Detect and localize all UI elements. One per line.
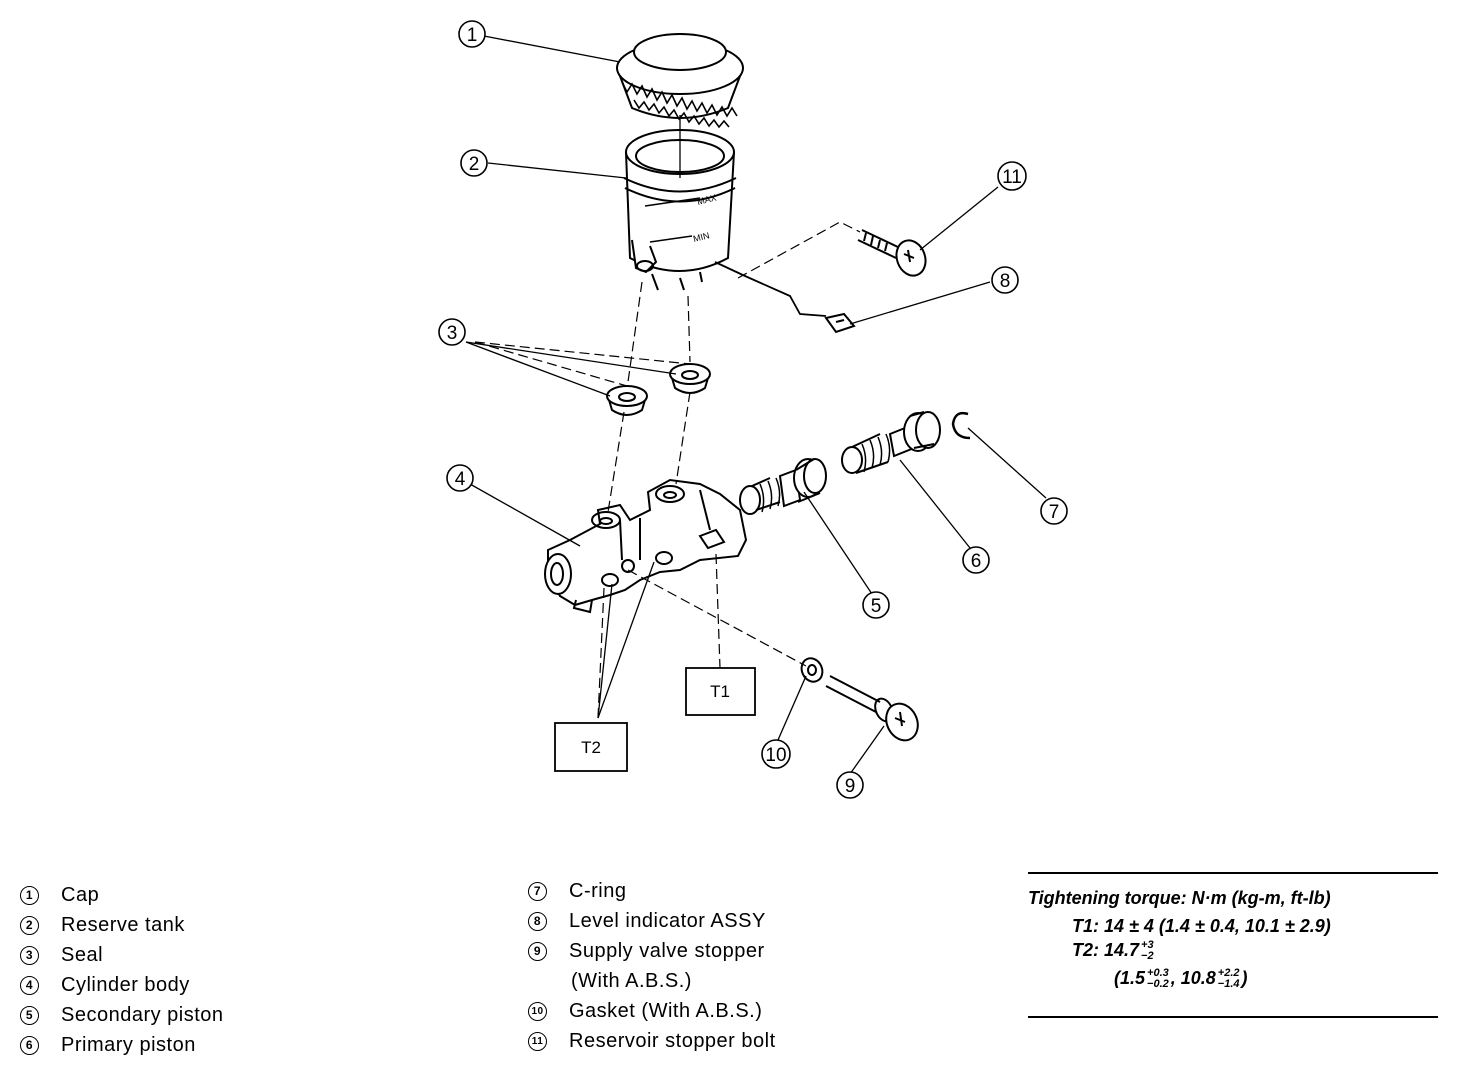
torque-t1-value: T1: 14 ± 4 (1.4 ± 0.4, 10.1 ± 2.9) [1072,916,1331,936]
svg-text:4: 4 [455,469,466,490]
callout-1: 1 [458,20,486,48]
tol-plus: +0.3 [1147,967,1169,980]
svg-text:11: 11 [1002,167,1022,188]
legend-item-primary-piston: 6 Primary piston [20,1030,224,1060]
legend-label: C-ring [569,879,627,902]
ftlb-tolerance: +2.2−1.4 [1218,968,1240,990]
callout-7: 7 [1040,497,1068,525]
legend-label: Primary piston [61,1033,196,1056]
callout-6: 6 [962,546,990,574]
tightening-torque-spec: Tightening torque: N·m (kg-m, ft-lb) T1:… [1028,872,1438,1018]
legend-label: Secondary piston [61,1003,224,1026]
svg-text:1: 1 [467,25,478,46]
tol-minus: −0.2 [1147,978,1169,991]
tol-plus: +3 [1141,939,1154,952]
legend-number: 1 [20,885,39,905]
svg-text:2: 2 [469,154,480,175]
legend-label: Seal [61,943,104,966]
legend-item-supply-valve-stopper: 9 Supply valve stopper [528,936,776,966]
legend-number: 7 [528,881,547,901]
callout-5: 5 [862,591,890,619]
torque-t2-label: T2: 14.7 [1072,940,1140,960]
legend-label-continued: (With A.B.S.) [571,969,692,992]
primary-piston-part [841,411,941,474]
svg-text:T2: T2 [581,738,601,757]
legend-number: 2 [20,915,39,935]
min-mark: MIN [692,230,710,244]
legend-item-level-indicator: 8 Level indicator ASSY [528,906,776,936]
callout-4: 4 [446,464,474,492]
alignment-lines [474,221,861,719]
legend-label: Reserve tank [61,913,185,936]
svg-text:9: 9 [845,776,856,797]
legend-number: 6 [20,1035,39,1055]
legend-number: 3 [20,945,39,965]
torque-t2-tolerance: +3−2 [1141,940,1154,962]
torque-box-t2: T2 [554,722,628,772]
legend-label: Gasket (With A.B.S.) [569,999,763,1022]
svg-text:5: 5 [871,596,882,617]
legend-label: Cylinder body [61,973,190,996]
legend-label: Level indicator ASSY [569,909,766,932]
c-ring-part [951,411,971,440]
legend-item-cap: 1 Cap [20,880,224,910]
tol-minus: −2 [1141,950,1154,963]
torque-mid: , 10.8 [1170,968,1216,988]
legend-item-supply-valve-stopper-cont: (With A.B.S.) [528,966,776,996]
cylinder-body-part [544,478,748,614]
svg-text:6: 6 [971,551,982,572]
legend-label: Supply valve stopper [569,939,765,962]
legend-number: 11 [528,1031,547,1051]
legend-number: 8 [528,911,547,931]
supply-valve-stopper-part [825,675,919,742]
cap-part [616,33,744,129]
callout-9: 9 [836,771,864,799]
level-indicator-part [824,312,856,334]
svg-text:7: 7 [1049,502,1060,523]
legend-number: 5 [20,1005,39,1025]
master-cylinder-exploded-diagram: MAX MIN [438,20,1068,799]
seal-part [606,363,711,416]
legend-number: 9 [528,941,547,961]
torque-heading: Tightening torque: N·m (kg-m, ft-lb) [1028,888,1331,908]
svg-text:8: 8 [1000,271,1011,292]
callout-3: 3 [438,318,466,346]
legend-item-gasket: 10 Gasket (With A.B.S.) [528,996,776,1026]
torque-close: ) [1241,968,1248,988]
torque-t2-conversions: (1.5+0.3−0.2, 10.8+2.2−1.4) [1114,968,1248,990]
torque-t2-value: T2: 14.7+3−2 [1072,940,1156,962]
callout-11: 11 [997,161,1027,191]
tol-plus: +2.2 [1217,967,1240,980]
callout-8: 8 [991,266,1019,294]
legend-label: Cap [61,883,100,906]
svg-text:10: 10 [765,745,786,766]
gasket-part [800,657,824,683]
callout-2: 2 [460,149,488,177]
svg-text:3: 3 [447,323,458,344]
legend-number: 4 [20,975,39,995]
reserve-tank-part [623,129,827,317]
legend-item-reserve-tank: 2 Reserve tank [20,910,224,940]
leader-lines [465,35,1047,775]
tol-minus: −1.4 [1217,978,1240,991]
legend-label: Reservoir stopper bolt [569,1029,776,1052]
legend-number: 10 [528,1001,547,1021]
legend-item-seal: 3 Seal [20,940,224,970]
reservoir-stopper-bolt-part [857,229,927,277]
callout-circles: 1 2 11 8 3 4 7 6 5 10 9 [438,20,1068,799]
legend-item-reservoir-stopper-bolt: 11 Reservoir stopper bolt [528,1026,776,1056]
legend-item-secondary-piston: 5 Secondary piston [20,1000,224,1030]
torque-open: (1.5 [1114,968,1146,988]
callout-10: 10 [761,739,791,769]
legend-item-cylinder-body: 4 Cylinder body [20,970,224,1000]
legend-right: 7 C-ring 8 Level indicator ASSY 9 Supply va… [528,876,776,1056]
legend-item-c-ring: 7 C-ring [528,876,776,906]
kgm-tolerance: +0.3−0.2 [1147,968,1169,990]
max-mark: MAX [696,193,717,207]
svg-text:T1: T1 [710,682,730,701]
torque-box-t1: T1 [685,667,756,716]
